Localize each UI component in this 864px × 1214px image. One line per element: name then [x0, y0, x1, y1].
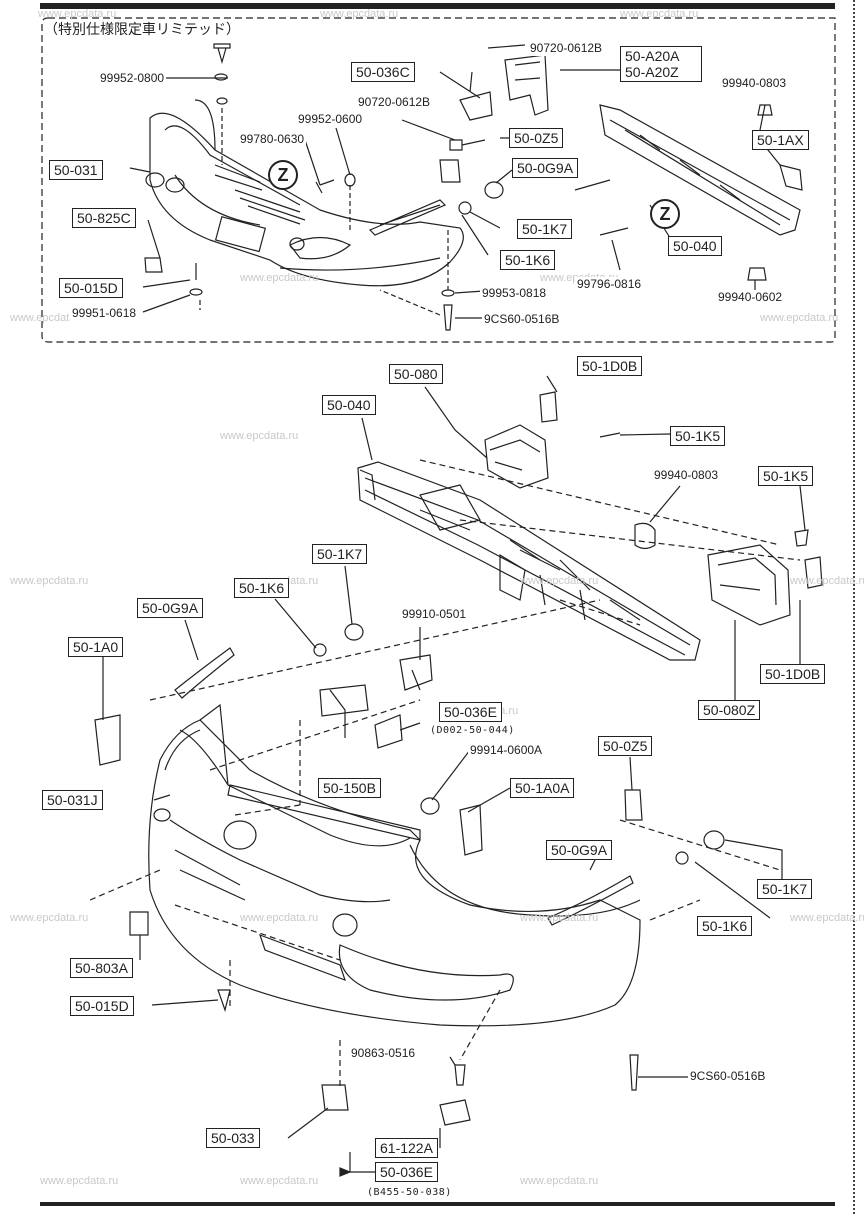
z-marker-left: Z [268, 160, 298, 190]
part-label: 90720-0612B [356, 95, 433, 110]
watermark: www.epcdata.ru [240, 1175, 319, 1187]
section-title: （特別仕様限定車リミテッド） [44, 22, 240, 38]
part-box: 50-015D [70, 996, 134, 1016]
top-bumper-cover [149, 112, 464, 287]
z-marker-right: Z [650, 199, 680, 229]
watermark: www.epcdata.ru [10, 912, 89, 924]
part-label: 99910-0501 [400, 607, 469, 622]
watermark: www.epcdata.ru [320, 8, 399, 20]
part-label: 90863-0516 [349, 1046, 418, 1061]
part-code: (D002-50-044) [428, 723, 517, 738]
watermark: www.epcdata.ru [520, 912, 599, 924]
part-label: 99951-0618 [70, 306, 139, 321]
watermark: www.epcdata.ru [520, 1175, 599, 1187]
watermark: www.epcdata.ru [790, 575, 864, 587]
bumper-cover-50-031J [148, 719, 641, 1027]
part-box: 50-1K6 [697, 916, 753, 936]
part-box: 50-1A0 [68, 637, 124, 657]
part-label: 99780-0630 [238, 132, 307, 147]
part-box: 50-1K6 [500, 250, 556, 270]
part-label: 99952-0800 [98, 71, 167, 86]
part-box: 61-122A [375, 1138, 438, 1158]
watermark: www.epcdata.ru [520, 575, 599, 587]
bracket-50-080 [484, 424, 549, 489]
right-edge-perforation [853, 0, 858, 1214]
part-box: 50-1K5 [758, 466, 814, 486]
part-label: 9CS60-0516B [688, 1069, 768, 1084]
part-box: 50-A20A 50-A20Z [620, 46, 702, 82]
part-box: 50-036E [439, 702, 502, 722]
part-label: 99796-0816 [575, 277, 644, 292]
watermark: www.epcdata.ru [240, 912, 319, 924]
part-box: 50-150B [318, 778, 381, 798]
part-box: 50-1K7 [517, 219, 573, 239]
part-label: 99914-0600A [468, 743, 545, 758]
part-box: 50-1K7 [312, 544, 368, 564]
part-box: 50-1A0A [510, 778, 575, 798]
part-box: 50-825C [72, 208, 136, 228]
part-box: 50-040 [322, 395, 376, 415]
watermark: www.epcdata.ru [790, 912, 864, 924]
watermark: www.epcdata.ru [620, 8, 699, 20]
part-box: 50-0Z5 [509, 128, 564, 148]
part-box: 50-036C [351, 62, 415, 82]
part-box: 50-1D0B [760, 664, 826, 684]
part-label: 99940-0803 [720, 76, 789, 91]
part-box: 50-1AX [752, 130, 809, 150]
part-box: 50-031J [42, 790, 103, 810]
part-box: 50-1K5 [670, 426, 726, 446]
watermark: www.epcdata.ru [40, 1175, 119, 1187]
part-box: 50-0G9A [546, 840, 613, 860]
watermark: www.epcdata.ru [10, 575, 89, 587]
part-box: 50-803A [70, 958, 133, 978]
part-box: 50-0Z5 [598, 736, 653, 756]
part-label: 50-A20Z [625, 64, 679, 80]
part-label: 50-A20A [625, 48, 680, 64]
watermark: www.epcdata.ru [240, 272, 319, 284]
top-border [40, 3, 835, 9]
part-box: 50-040 [668, 236, 722, 256]
top-reinforcement [599, 104, 801, 236]
part-label: 9CS60-0516B [482, 312, 562, 327]
watermark: www.epcdata.ru [10, 312, 89, 324]
part-box: 50-1K7 [757, 879, 813, 899]
part-label: 99940-0803 [652, 468, 721, 483]
part-box: 50-031 [49, 160, 103, 180]
part-box: 50-033 [206, 1128, 260, 1148]
part-box: 50-080Z [698, 700, 761, 720]
part-code: (B455-50-038) [365, 1185, 454, 1200]
part-box: 50-0G9A [137, 598, 204, 618]
part-box: 50-1K6 [234, 578, 290, 598]
watermark: www.epcdata.ru [220, 430, 299, 442]
part-label: 99940-0602 [716, 290, 785, 305]
watermark: www.epcdata.ru [38, 8, 117, 20]
part-label: 90720-0612B [528, 41, 605, 56]
part-box: 50-0G9A [512, 158, 579, 178]
part-box: 50-036E [375, 1162, 438, 1182]
watermark: www.epcdata.ru [760, 312, 839, 324]
bracket-50-080Z [707, 544, 791, 626]
part-box: 50-1D0B [577, 356, 643, 376]
bottom-border [40, 1202, 835, 1206]
part-label: 99952-0600 [296, 112, 365, 127]
part-box: 50-015D [59, 278, 123, 298]
reinforcement-beam [357, 461, 701, 661]
part-box: 50-080 [389, 364, 443, 384]
part-label: 99953-0818 [480, 286, 549, 301]
